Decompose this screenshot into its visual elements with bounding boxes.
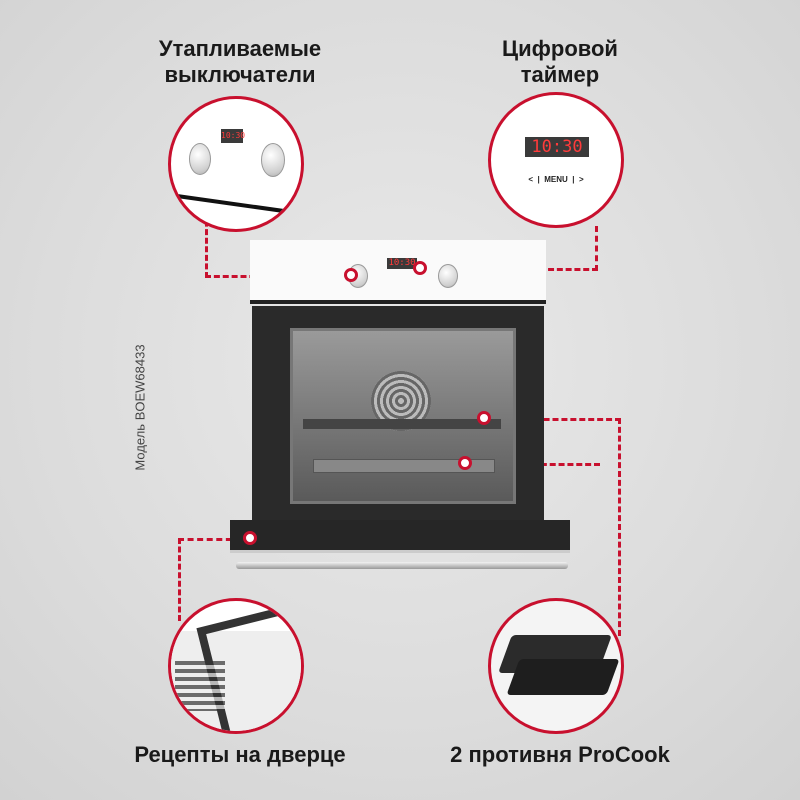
next-button[interactable]: > [578, 175, 584, 184]
temperature-knob[interactable] [438, 264, 458, 288]
recipe-icons [175, 661, 225, 711]
connector-tray-1 [490, 418, 621, 636]
timer-caption: Цифровой таймер [450, 36, 670, 88]
marker-timer [413, 261, 427, 275]
tray-image-2 [506, 659, 620, 695]
timer-controls: < | MENU | > [491, 175, 621, 184]
model-label: Модель BOEW68433 [132, 344, 148, 471]
marker-tray-1 [477, 411, 491, 425]
divider: | [535, 175, 542, 184]
caption-line: Утапливаемые [158, 36, 322, 61]
switches-zoom-circle: 10:30 [168, 96, 304, 232]
panel-edge [171, 193, 301, 217]
tray-lower [313, 459, 495, 473]
control-panel: 10:30 [250, 240, 546, 304]
knob-right [261, 143, 285, 177]
switches-caption: Утапливаемые выключатели [130, 36, 350, 88]
oven-door [230, 520, 570, 553]
tray-upper [303, 419, 501, 429]
caption-line: выключатели [164, 62, 316, 87]
marker-switch [344, 268, 358, 282]
oven-display: 10:30 [387, 258, 417, 269]
knob-left [189, 143, 211, 175]
trays-zoom-circle [488, 598, 624, 734]
marker-tray-2 [458, 456, 472, 470]
door-handle[interactable] [236, 562, 568, 569]
menu-button[interactable]: MENU [544, 175, 568, 184]
door-recipes-caption: Рецепты на дверце [134, 742, 346, 767]
timer-display: 10:30 [525, 137, 589, 157]
door-zoom-circle [168, 598, 304, 734]
caption-line: таймер [520, 62, 600, 87]
connector-door [178, 538, 251, 621]
oven: 10:30 [250, 240, 546, 540]
oven-body [252, 306, 544, 524]
prev-button[interactable]: < [528, 175, 534, 184]
mini-display: 10:30 [221, 129, 245, 143]
caption-line: Цифровой [502, 36, 618, 61]
divider: | [570, 175, 577, 184]
trays-caption: 2 противня ProCook [450, 742, 670, 767]
timer-zoom-circle: 10:30 < | MENU | > [488, 92, 624, 228]
marker-door [243, 531, 257, 545]
